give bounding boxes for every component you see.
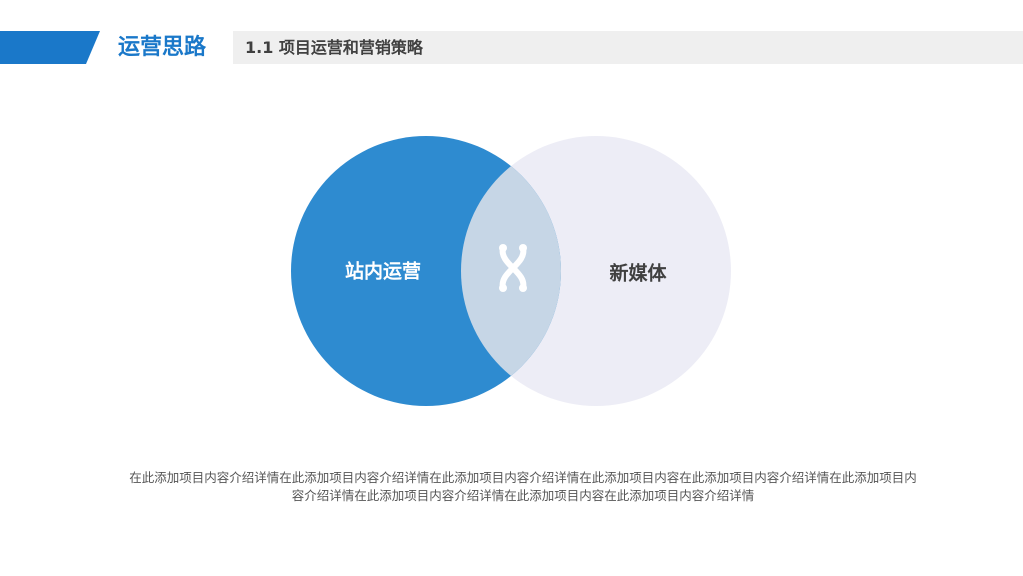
cross-link-icon xyxy=(499,244,527,292)
venn-label-left: 站内运营 xyxy=(344,260,422,283)
header-accent-shape xyxy=(0,31,100,64)
description-text: 在此添加项目内容介绍详情在此添加项目内容介绍详情在此添加项目内容介绍详情在此添加… xyxy=(90,469,956,505)
description-line-2: 容介绍详情在此添加项目内容介绍详情在此添加项目内容在此添加项目内容介绍详情 xyxy=(291,488,755,503)
subtitle-text: 1.1 项目运营和营销策略 xyxy=(245,38,423,57)
subtitle-bar: 1.1 项目运营和营销策略 xyxy=(233,31,1023,64)
venn-label-right: 新媒体 xyxy=(609,262,667,285)
venn-overlap xyxy=(461,136,561,406)
description-line-1: 在此添加项目内容介绍详情在此添加项目内容介绍详情在此添加项目内容介绍详情在此添加… xyxy=(129,470,917,485)
section-title: 运营思路 xyxy=(118,35,207,60)
